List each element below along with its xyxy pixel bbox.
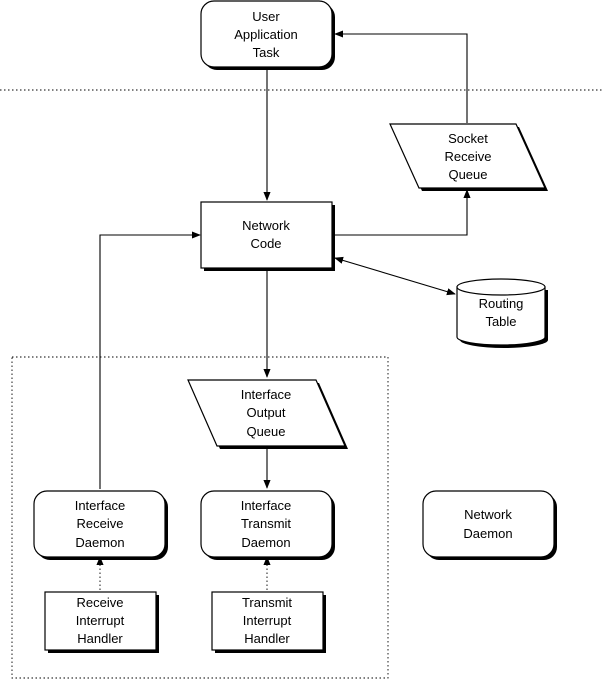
- node-label-line: Interface: [241, 498, 292, 513]
- node-interface-output-queue: Interface Output Queue: [187, 379, 348, 449]
- node-label-line: Interrupt: [76, 613, 125, 628]
- node-label-line: Output: [246, 405, 285, 420]
- node-label-line: Daemon: [241, 535, 290, 550]
- node-network-daemon: Network Daemon: [422, 490, 557, 560]
- node-label-line: Application: [234, 27, 298, 42]
- node-label-line: Network: [242, 218, 290, 233]
- node-label-line: Receive: [445, 149, 492, 164]
- node-label-line: Receive: [77, 595, 124, 610]
- node-label-line: Code: [250, 236, 281, 251]
- node-label-line: Transmit: [241, 516, 291, 531]
- node-label-line: Interface: [75, 498, 126, 513]
- node-label-line: Routing: [479, 296, 524, 311]
- node-receive-interrupt-handler: Receive Interrupt Handler: [44, 591, 159, 653]
- node-label-line: Network: [464, 507, 512, 522]
- node-label-line: Handler: [77, 631, 123, 646]
- node-label-line: Handler: [244, 631, 290, 646]
- node-label-line: Table: [485, 314, 516, 329]
- node-label-line: Queue: [448, 167, 487, 182]
- node-label-line: Task: [253, 45, 280, 60]
- node-interface-receive-daemon: Interface Receive Daemon: [33, 490, 168, 560]
- edge-network-code-routing-table: [334, 256, 456, 296]
- node-label-line: Interface: [241, 387, 292, 402]
- node-label-line: Queue: [246, 424, 285, 439]
- node-interface-transmit-daemon: Interface Transmit Daemon: [200, 490, 335, 560]
- node-socket-receive-queue: Socket Receive Queue: [389, 123, 548, 191]
- interface-driver-boundary: [11, 356, 389, 679]
- node-label-line: Daemon: [75, 535, 124, 550]
- node-label-line: Receive: [77, 516, 124, 531]
- edge-network-code-to-socket-queue: [335, 189, 471, 236]
- node-network-code: Network Code: [200, 201, 335, 271]
- node-label-line: Daemon: [463, 526, 512, 541]
- node-user-application-task: User Application Task: [200, 0, 335, 70]
- node-transmit-interrupt-handler: Transmit Interrupt Handler: [211, 591, 326, 653]
- node-label-line: Socket: [448, 131, 488, 146]
- edge-receive-daemon-to-network-code: [99, 231, 201, 489]
- node-routing-table: Routing Table: [456, 278, 548, 348]
- node-label-line: Interrupt: [243, 613, 292, 628]
- node-label-line: Transmit: [242, 595, 292, 610]
- edge-socket-queue-to-user-app: [334, 30, 468, 123]
- node-label-line: User: [252, 9, 280, 24]
